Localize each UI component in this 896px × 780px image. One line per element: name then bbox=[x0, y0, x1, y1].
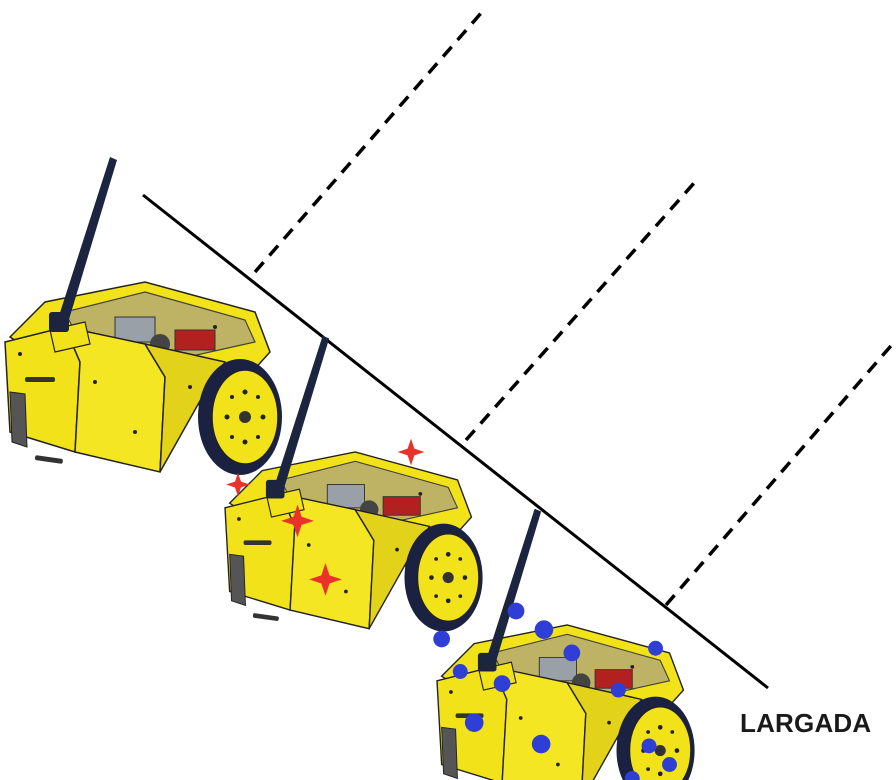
blue-dot-marker bbox=[610, 682, 626, 698]
blue-dot-marker bbox=[452, 664, 468, 679]
blue-dot-marker bbox=[531, 734, 551, 754]
blue-dot-marker bbox=[662, 757, 677, 772]
lane-3-dashed-line bbox=[664, 338, 896, 607]
red-star-marker bbox=[397, 438, 425, 466]
start-label: LARGADA bbox=[740, 708, 872, 738]
lane-1-dashed-line bbox=[253, 10, 484, 274]
blue-dot-marker bbox=[624, 771, 640, 780]
start-line bbox=[142, 193, 769, 690]
blue-dot-marker bbox=[648, 640, 663, 656]
lane-2-dashed-line bbox=[464, 180, 697, 442]
blue-dot-marker bbox=[563, 644, 581, 662]
blue-dot-marker bbox=[534, 620, 554, 639]
blue-dot-marker bbox=[641, 738, 657, 754]
blue-dot-marker bbox=[507, 602, 525, 620]
blue-dot-marker bbox=[464, 713, 484, 732]
blue-dot-marker bbox=[433, 630, 451, 648]
blue-dot-marker bbox=[493, 675, 511, 692]
robot-plain bbox=[4, 156, 283, 476]
robot-blue-dots bbox=[433, 508, 696, 780]
